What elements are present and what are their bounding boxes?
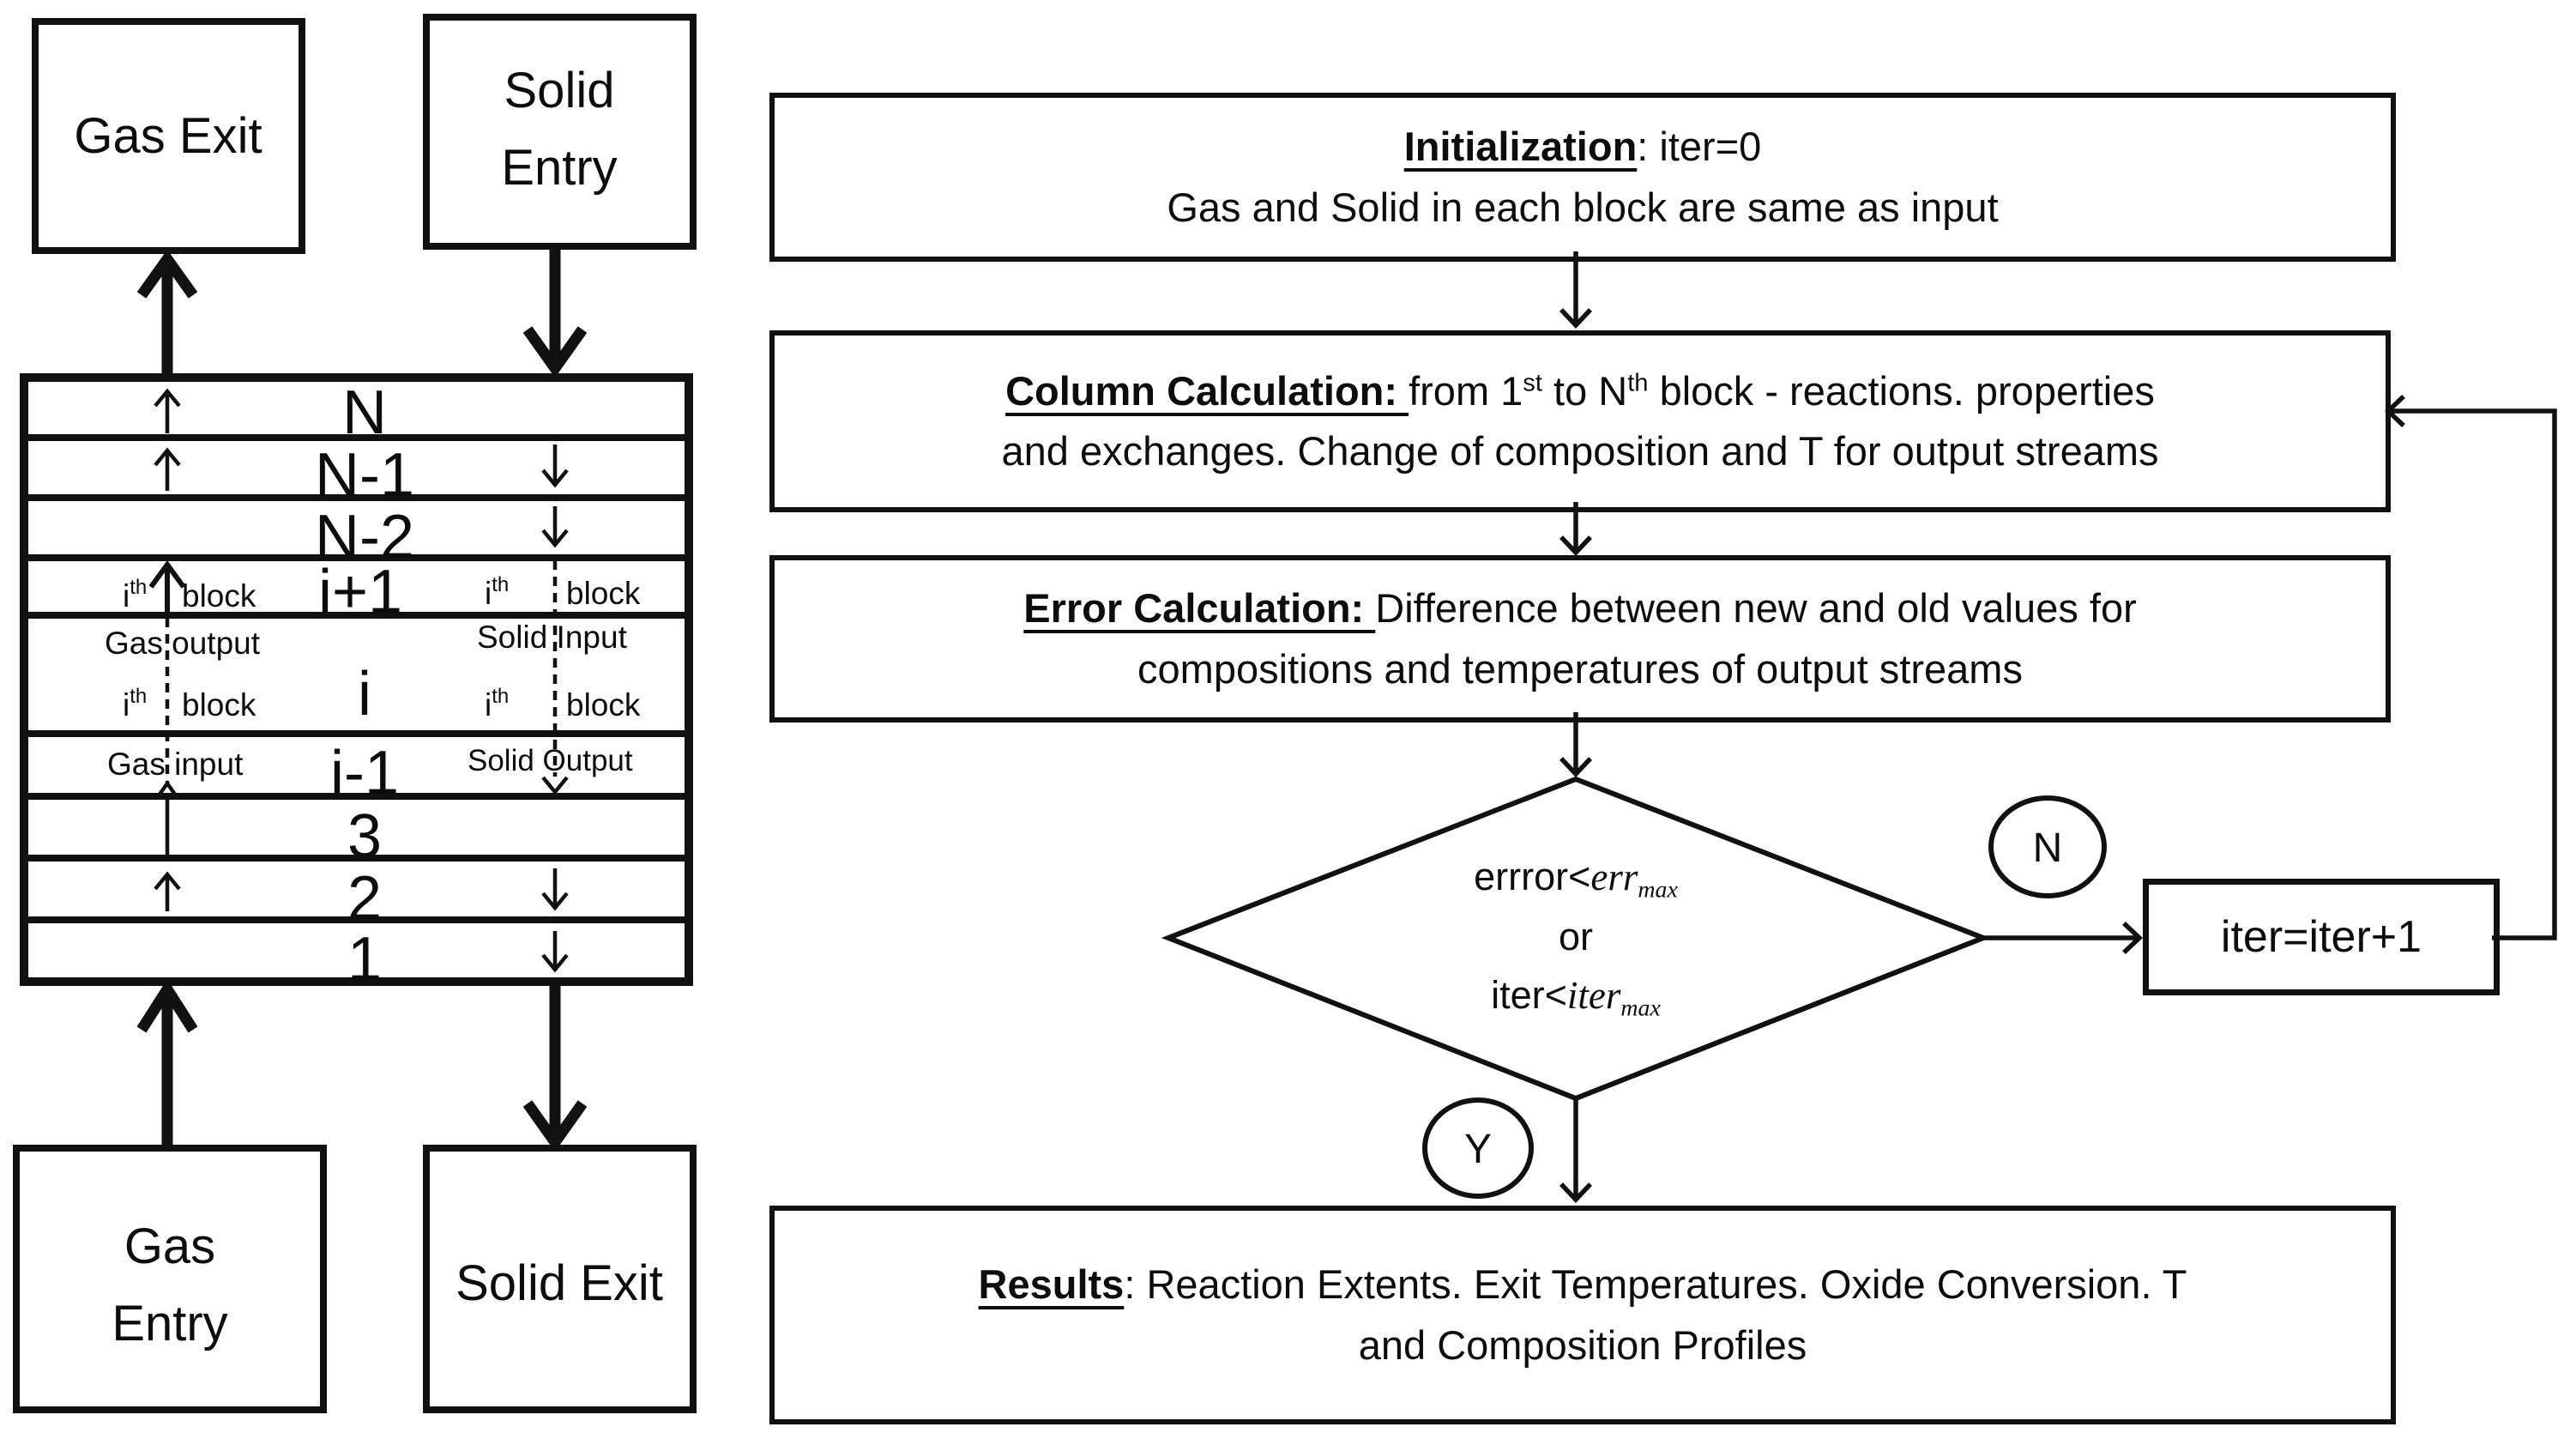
- decision-sub-max: max: [1638, 876, 1678, 904]
- row-2-solid-down-arrow: [541, 868, 569, 911]
- row-label-2: 2: [347, 864, 382, 933]
- column-calc-text: from 1: [1409, 367, 1523, 414]
- no-branch-label: N: [2033, 825, 2063, 871]
- block-label: block: [566, 576, 641, 611]
- row-label-im1: i-1: [330, 739, 399, 807]
- gas-exit-arrow: [136, 249, 198, 378]
- row-im1-solid-down-arrow: [541, 776, 569, 795]
- error-calc-title: Error Calculation:: [1023, 585, 1376, 631]
- gas-entry-arrow: [136, 978, 198, 1146]
- column-calc-text: to N: [1541, 367, 1628, 414]
- row-nm1-solid-down-arrow: [541, 444, 569, 488]
- solid-entry-arrow: [522, 248, 588, 378]
- decision-var-iter: iter: [1566, 973, 1621, 1017]
- column-calculation-step: Column Calculation: from 1st to Nth bloc…: [769, 330, 2391, 512]
- initialization-title: Initialization: [1403, 124, 1638, 169]
- row-nm2-solid-down-arrow: [541, 506, 569, 548]
- row-label-n: N: [342, 378, 387, 447]
- decision-var-err: err: [1590, 856, 1638, 899]
- column-calc-line-2: and exchanges. Change of composition and…: [1001, 428, 2159, 474]
- decision-text: iter<: [1491, 972, 1567, 1017]
- row-n-gas-up-arrow: [154, 388, 181, 433]
- decision-line-3: iter<itermax: [1297, 966, 1855, 1026]
- arrow-init-to-column: [1559, 251, 1592, 330]
- initialization-line-2: Gas and Solid in each block are same as …: [1167, 184, 1999, 230]
- solid-input-label: Solid Input: [477, 620, 628, 655]
- block-label: block: [566, 687, 641, 723]
- error-calc-text: Difference between new and old values fo…: [1375, 585, 2137, 631]
- arrow-decision-to-results: [1559, 1098, 1592, 1204]
- error-calc-line-2: compositions and temperatures of output …: [1137, 645, 2023, 692]
- feedback-arrow-iter-to-column: [2384, 395, 2557, 940]
- row-label-nm2: N-2: [315, 503, 414, 571]
- sup-st: st: [1523, 368, 1542, 396]
- row-label-i: i: [358, 660, 371, 729]
- ith-label: ith: [123, 685, 147, 723]
- row-ip1-gas-up-arrow: [148, 559, 186, 614]
- no-branch-circle: [1988, 795, 2107, 898]
- solid-entry-label-1: Solid: [504, 63, 615, 118]
- gas-entry-label-2: Entry: [112, 1296, 227, 1351]
- row-2-gas-up-arrow: [154, 871, 181, 911]
- sup-th: th: [1627, 368, 1649, 396]
- initialization-suffix: : iter=0: [1637, 124, 1762, 169]
- error-calc-line-1: Error Calculation: Difference between ne…: [775, 578, 2386, 639]
- solid-exit-label: Solid Exit: [455, 1255, 663, 1311]
- stack-annotations: ith block ith block Gas output ith block…: [105, 573, 641, 782]
- gas-output-label: Gas output: [105, 626, 261, 661]
- stack-row-labels: N N-1 N-2 i+1 i i-1 3 2 1: [315, 378, 414, 994]
- iter-increment-label: iter=iter+1: [2220, 912, 2422, 962]
- yes-branch-circle: [1422, 1097, 1534, 1199]
- solid-exit-box: [423, 1145, 697, 1413]
- initialization-line-1: Initialization: iter=0: [775, 117, 2391, 178]
- row-label-nm1: N-1: [315, 441, 414, 510]
- ith-label: ith: [485, 685, 509, 723]
- results-suffix: : Reaction Extents. Exit Temperatures. O…: [1124, 1261, 2187, 1307]
- iter-increment-step: iter=iter+1: [2143, 879, 2500, 995]
- row-1-solid-down-arrow: [541, 931, 569, 973]
- results-step: Results: Reaction Extents. Exit Temperat…: [769, 1206, 2396, 1424]
- decision-line-1: errror<errmax: [1297, 848, 1855, 908]
- arrow-decision-to-iter: [1983, 922, 2144, 954]
- decision-condition-text: errror<errmax or iter<itermax: [1297, 843, 1855, 1031]
- column-calc-line-1: Column Calculation: from 1st to Nth bloc…: [775, 361, 2386, 422]
- gas-input-label: Gas input: [107, 747, 244, 782]
- stack-stream-arrows: [148, 388, 569, 973]
- ith-label: ith: [485, 573, 509, 611]
- gas-exit-box: [32, 18, 305, 254]
- column-calc-text: block - reactions. properties: [1648, 367, 2155, 414]
- ith-label: ith: [123, 576, 147, 614]
- gas-exit-label: Gas Exit: [74, 108, 262, 164]
- stack-shelf-lines: [24, 434, 689, 923]
- column-calc-title: Column Calculation:: [1005, 367, 1409, 414]
- decision-sub-max: max: [1620, 995, 1661, 1022]
- row-label-3: 3: [347, 802, 382, 871]
- results-title: Results: [978, 1261, 1125, 1307]
- solid-output-label: Solid Output: [468, 744, 633, 777]
- error-calculation-step: Error Calculation: Difference between ne…: [769, 555, 2391, 723]
- column-schematic: Gas Exit Solid Entry Gas Entry Solid Exi…: [13, 14, 697, 1413]
- decision-line-2: or: [1558, 915, 1593, 959]
- decision-text: errror<: [1474, 855, 1591, 899]
- gas-entry-box: [13, 1145, 327, 1413]
- gas-entry-label-1: Gas: [124, 1218, 215, 1274]
- row-label-1: 1: [347, 925, 382, 994]
- row-label-ip1: i+1: [318, 558, 402, 626]
- solid-entry-box: [423, 14, 697, 250]
- results-line-1: Results: Reaction Extents. Exit Temperat…: [775, 1255, 2391, 1315]
- row-nm1-gas-up-arrow: [154, 447, 181, 491]
- block-label: block: [182, 687, 256, 723]
- results-line-2: and Composition Profiles: [1358, 1321, 1807, 1368]
- row-im1-gas-up-arrow: [155, 780, 179, 856]
- yes-branch-label: Y: [1464, 1127, 1492, 1172]
- solid-entry-label-2: Entry: [501, 140, 617, 196]
- column-stack: [20, 373, 693, 986]
- initialization-step: Initialization: iter=0 Gas and Solid in …: [769, 93, 2396, 262]
- solid-exit-arrow: [522, 983, 588, 1152]
- block-label: block: [182, 578, 256, 614]
